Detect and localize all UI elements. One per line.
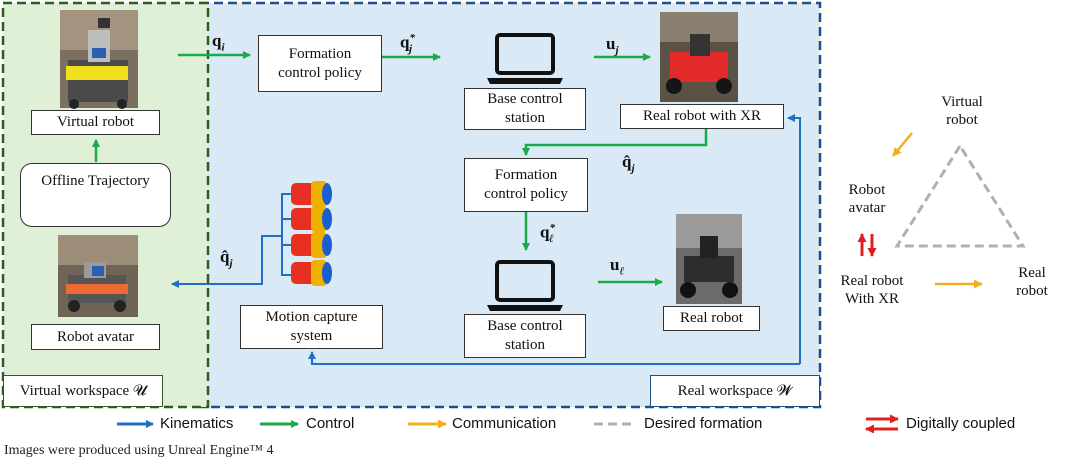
legend-control-label: Control (306, 415, 355, 432)
legend-desired-formation-label: Desired formation (644, 415, 763, 432)
signal-q-hat-j-right: q̂j (622, 152, 635, 175)
offline-trajectory-box: Offline Trajectory (20, 163, 171, 227)
signal-u-j: uj (606, 34, 619, 57)
motion-capture-cameras-icon (291, 181, 332, 286)
base-station-top-box: Base control station (464, 88, 586, 130)
kinematics-arrow (308, 351, 800, 365)
real-robot-xr-box: Real robot with XR (620, 104, 784, 129)
kinematics-arrow (281, 193, 291, 276)
kinematics-arrow (787, 114, 801, 364)
triangle-robot-avatar-label: Robot avatar (848, 182, 886, 216)
legend-digitally-coupled-label: Digitally coupled (906, 415, 1016, 432)
motion-capture-box: Motion capture system (240, 305, 383, 349)
legend-kinematics-label: Kinematics (160, 415, 234, 432)
robot-avatar-box: Robot avatar (31, 324, 160, 350)
virtual-robot-box: Virtual robot (31, 110, 160, 135)
real-robot-xr-image (660, 12, 738, 102)
laptop-icon (487, 260, 563, 311)
triangle-real-robot-xr-label: Real robot With XR (840, 273, 904, 307)
signal-q-i: qi (212, 31, 225, 54)
legend-communication-label: Communication (452, 415, 557, 432)
robot-avatar-image (58, 235, 138, 317)
signal-q-hat-j-left: q̂j (220, 247, 233, 270)
desired-formation-triangle (894, 143, 1026, 248)
footnote: Images were produced using Unreal Engine… (4, 443, 274, 458)
laptop-icon (487, 33, 563, 84)
formation-policy-mid-box: Formation control policy (464, 158, 588, 212)
control-arrow (522, 125, 708, 156)
triangle-real-robot-label: Real robot (1016, 265, 1048, 299)
real-robot-box: Real robot (663, 306, 760, 331)
signal-q-l-star: q*ℓ (540, 222, 555, 246)
kinematics-arrow (171, 235, 282, 288)
real-robot-image (676, 214, 742, 304)
virtual-workspace-label: Virtual workspace 𝓤 (3, 375, 163, 407)
triangle-virtual-robot-label: Virtual robot (941, 94, 983, 128)
signal-q-j-star: q*j (400, 32, 415, 56)
virtual-robot-image (60, 10, 138, 109)
formation-policy-top-box: Formation control policy (258, 35, 382, 92)
real-workspace-label: Real workspace 𝓦 (650, 375, 820, 407)
signal-u-l: uℓ (610, 255, 625, 278)
communication-arrow (892, 132, 913, 157)
base-station-bottom-box: Base control station (464, 314, 586, 358)
offline-trajectory-label: Offline Trajectory (41, 173, 150, 189)
